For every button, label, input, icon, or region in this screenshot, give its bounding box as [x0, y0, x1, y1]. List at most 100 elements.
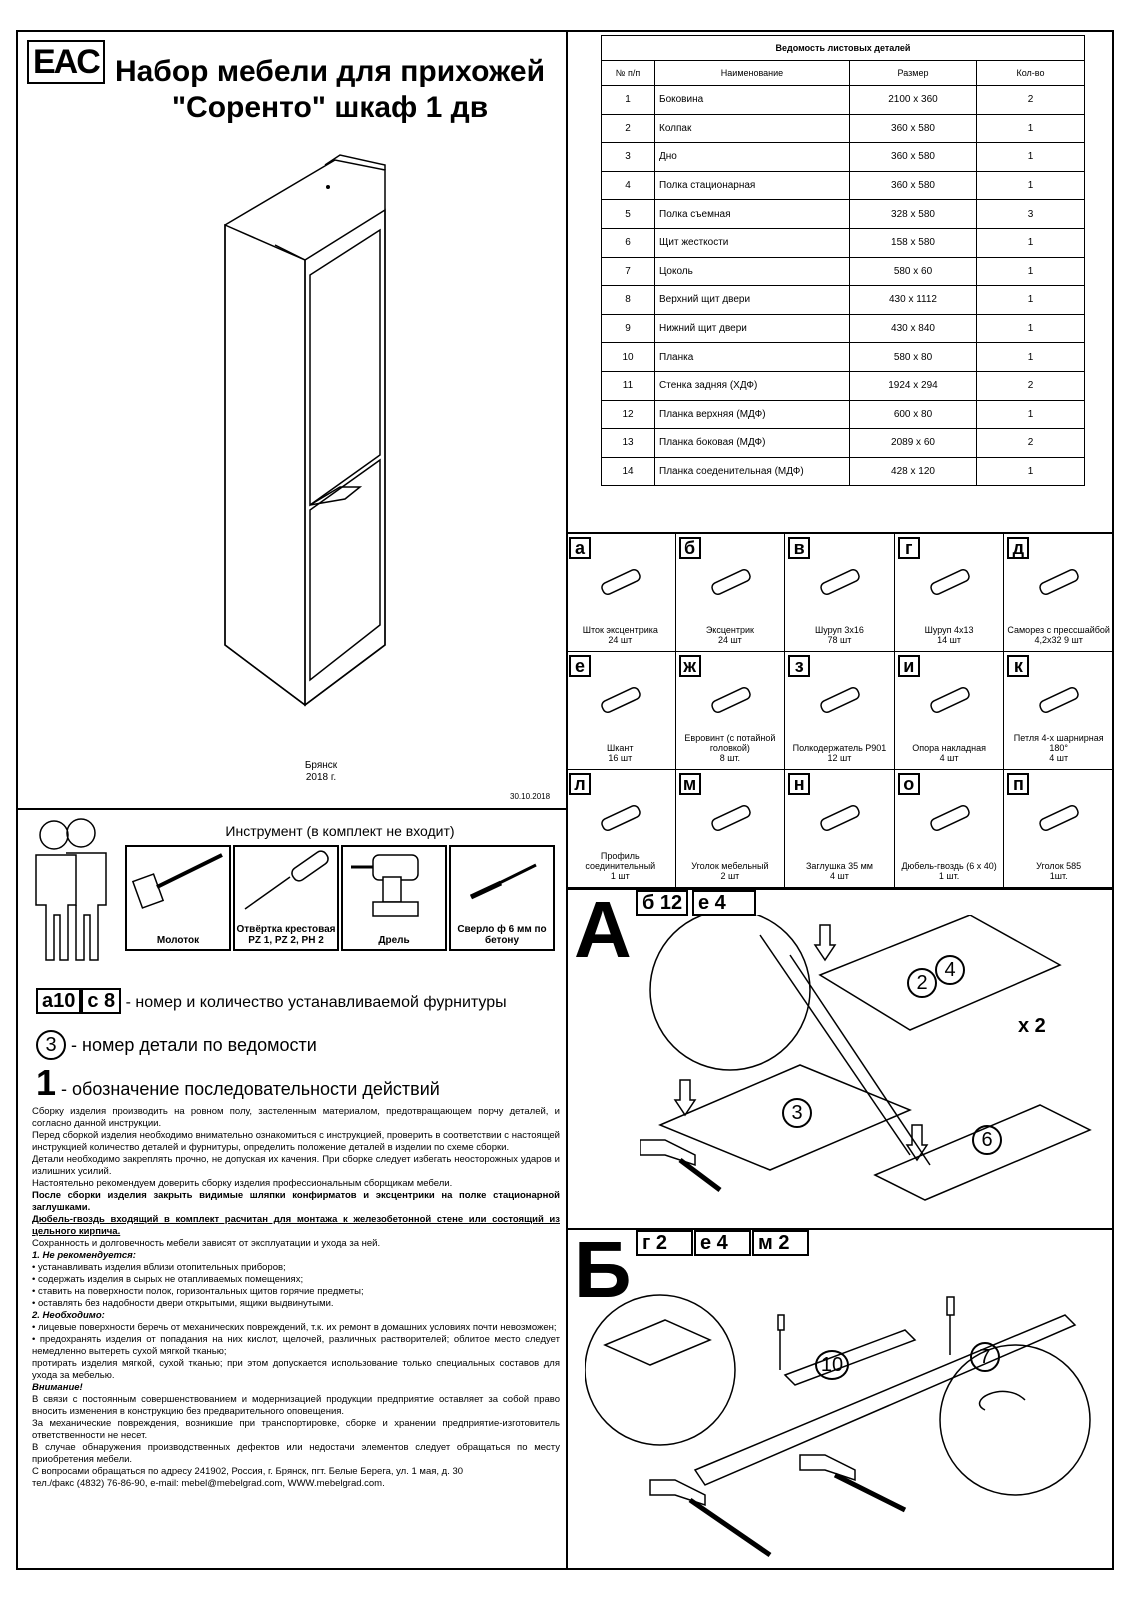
instr-p10: За механические повреждения, возникшие п… — [32, 1418, 560, 1441]
hardware-name: Шкант — [607, 743, 634, 753]
row-num: 12 — [601, 399, 655, 430]
legend-part-circle: 3 — [36, 1030, 66, 1060]
hardware-letter: п — [1007, 773, 1030, 795]
row-size: 580 х 80 — [849, 342, 977, 372]
parts-table-title: Ведомость листовых деталей — [601, 35, 1085, 61]
drill-bit-icon — [469, 863, 537, 900]
row-num: 14 — [601, 456, 655, 487]
tool-screwdriver-label: Отвёртка крестовая PZ 1, PZ 2, PH 2 — [236, 924, 336, 946]
legend-part: 3 - номер детали по ведомости — [36, 1030, 317, 1060]
instr-p2: Перед сборкой изделия необходимо внимате… — [32, 1130, 560, 1153]
row-qty: 1 — [976, 113, 1085, 144]
legend-step-text: - обозначение последовательности действи… — [61, 1079, 440, 1099]
row-num: 11 — [601, 370, 655, 401]
instr-p11: В случае обнаружения производственных де… — [32, 1442, 560, 1465]
city: Брянск — [304, 760, 338, 771]
row-num: 10 — [601, 342, 655, 372]
instr-b3: • ставить на поверхности полок, горизонт… — [32, 1286, 364, 1297]
hardware-letter: а — [569, 537, 591, 559]
hardware-qty: 78 шт — [827, 635, 852, 645]
legend-step: 1 - обозначение последовательности дейст… — [36, 1062, 440, 1104]
row-size: 360 х 580 — [849, 142, 977, 172]
row-num: 1 — [601, 85, 655, 115]
row-qty: 2 — [976, 85, 1085, 115]
hardware-letter: к — [1007, 655, 1030, 677]
screwdriver-icon — [244, 850, 329, 910]
hardware-qty: 1 шт — [610, 871, 630, 881]
hardware-qty: 8 шт. — [719, 753, 741, 763]
wardrobe-illustration — [224, 154, 386, 707]
hardware-qty: 4,2х32 9 шт — [1034, 635, 1083, 645]
row-size: 2100 х 360 — [849, 85, 977, 115]
row-qty: 1 — [976, 142, 1085, 172]
hardware-qty: 4 шт — [830, 871, 849, 881]
tool-drill-bit: Сверло ф 6 мм по бетону — [449, 845, 555, 951]
hardware-icon — [820, 569, 860, 595]
instr-b6: • предохранять изделия от попадания на н… — [32, 1334, 560, 1357]
instr-b2: • содержать изделия в сырых не отапливае… — [32, 1274, 304, 1285]
hardware-name: Шток эксцентрика — [582, 625, 658, 635]
legend-tag1: а10 — [36, 988, 82, 1014]
hardware-icon — [1039, 687, 1080, 713]
instr-p7: Сохранность и долговечность мебели завис… — [32, 1238, 381, 1249]
print-date: 30.10.2018 — [510, 792, 551, 801]
instr-b1: • устанавливать изделия вблизи отопитель… — [32, 1262, 286, 1273]
drill-icon — [351, 854, 419, 917]
col-name: Наименование — [654, 60, 850, 86]
col-size: Размер — [849, 60, 977, 86]
row-size: 430 х 840 — [849, 313, 977, 344]
hardware-name: Евровинт (с потайной головкой) — [684, 733, 776, 753]
hardware-letter: е — [569, 655, 591, 677]
stepB-tag1: г 2 — [636, 1230, 693, 1256]
col-num: № п/п — [601, 60, 655, 86]
hardware-qty: 4 шт — [939, 753, 959, 763]
row-name: Планка соеденительная (МДФ) — [654, 456, 850, 487]
row-name: Полка съемная — [654, 199, 850, 229]
row-name: Планка — [654, 342, 850, 372]
instr-b4: • оставлять без надобности двери открыты… — [32, 1298, 334, 1309]
row-num: 7 — [601, 256, 655, 287]
tool-drill-bit-label: Сверло ф 6 мм по бетону — [457, 924, 547, 946]
hardware-icon — [710, 569, 751, 595]
legend-step-number: 1 — [36, 1062, 57, 1103]
hardware-icon — [930, 805, 970, 831]
row-num: 4 — [601, 170, 655, 201]
stepA-letter: А — [574, 885, 632, 974]
hardware-letter: б — [678, 537, 701, 559]
hardware-qty: 2 шт — [720, 871, 740, 881]
stepA-part-4: 4 — [935, 955, 965, 985]
hardware-name: Заглушка 35 мм — [805, 861, 873, 871]
stepB-diagram — [585, 1294, 1091, 1558]
row-num: 8 — [601, 285, 655, 315]
hardware-qty: 24 шт — [717, 635, 742, 645]
hardware-qty: 1шт. — [1049, 871, 1068, 881]
stepA-part-2: 2 — [907, 968, 937, 998]
hardware-letter: в — [788, 537, 811, 559]
hardware-icon — [1039, 569, 1080, 595]
col-qty: Кол-во — [976, 60, 1085, 86]
hardware-name: Уголок 585 — [1036, 861, 1082, 871]
row-qty: 1 — [976, 285, 1085, 315]
hardware-icon — [601, 805, 641, 831]
stepB-part-7: 7 — [970, 1342, 1000, 1372]
center-divider — [566, 30, 568, 1570]
hardware-icon — [710, 805, 751, 831]
row-qty: 1 — [976, 227, 1085, 258]
row-num: 9 — [601, 313, 655, 344]
row-name: Планка боковая (МДФ) — [654, 428, 850, 458]
hardware-icon — [820, 805, 860, 831]
hardware-name: Полкодержатель Р901 — [792, 743, 887, 753]
